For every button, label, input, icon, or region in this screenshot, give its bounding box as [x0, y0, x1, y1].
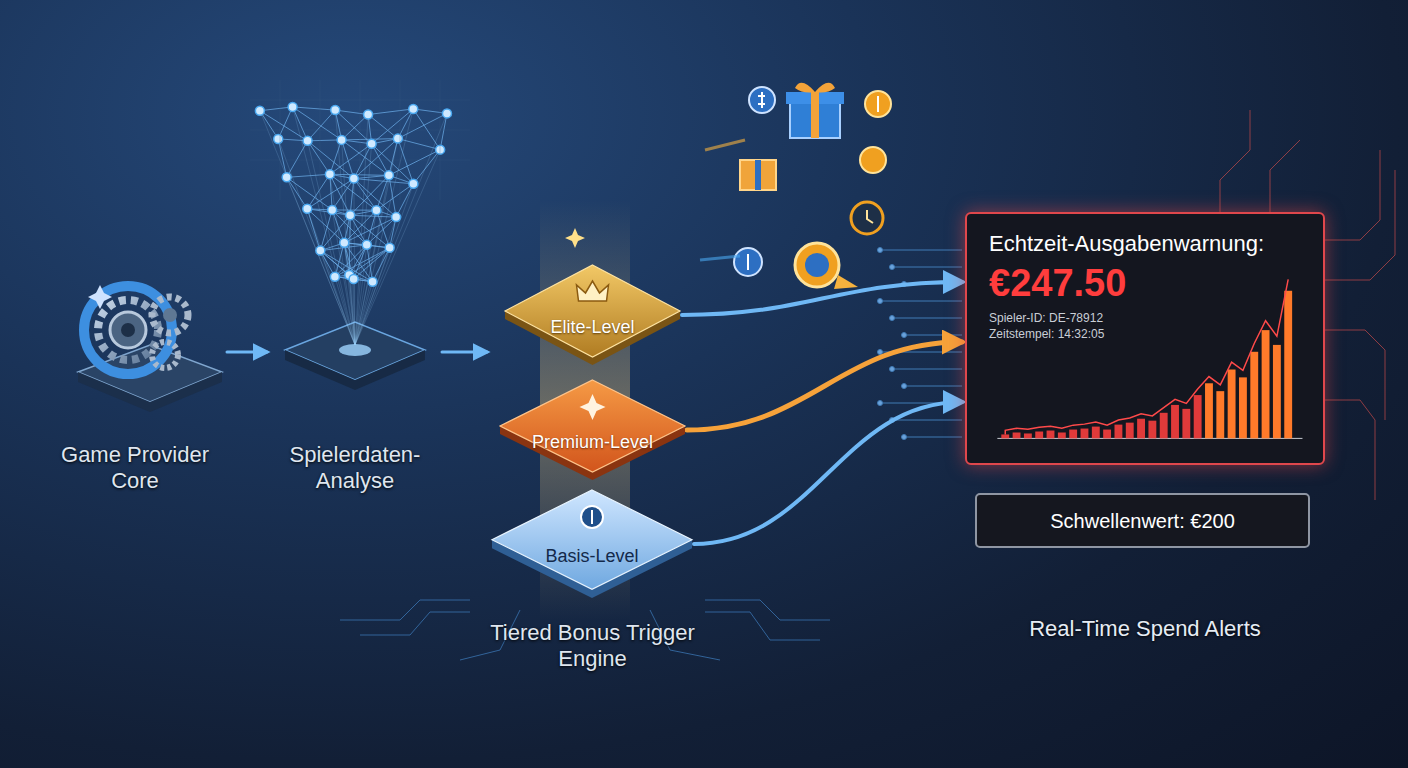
tier-diamond: Elite-Level [505, 265, 680, 365]
sparkle [565, 228, 585, 248]
gear-icon [78, 285, 222, 412]
node-text: Tiered Bonus Trigger Engine [490, 620, 695, 672]
tier-icon [505, 265, 680, 365]
node-text: Zeitstempel: 14:32:05 [989, 326, 1104, 342]
tier-icon [500, 380, 685, 480]
flow-arrow [442, 351, 487, 354]
grid [250, 80, 470, 200]
flow-arrow [687, 342, 962, 430]
process-node: Spielerdaten-Analyse [270, 95, 440, 500]
section-label: Real-Time Spend Alerts [965, 616, 1325, 642]
tier-diamond: Premium-Level [500, 380, 685, 480]
node-text: Basis-Level [545, 545, 638, 567]
tier-icon [492, 490, 692, 598]
node-text: Elite-Level [550, 316, 634, 338]
flow-arrow [694, 402, 962, 544]
process-node: Game Provider Core [45, 270, 225, 500]
threshold-box: Schwellenwert: €200 [975, 493, 1310, 548]
node-text: Schwellenwert: €200 [1050, 509, 1235, 533]
node-text: Spielerdaten-Analyse [270, 442, 440, 494]
process-node: Tiered Bonus Trigger Engine Basis-Level Pr… [490, 200, 695, 678]
node-text: Spieler-ID: DE-78912 [989, 310, 1103, 326]
node-text: €247.50 [989, 262, 1126, 304]
node-text: Game Provider Core [45, 442, 225, 494]
flow-arrow [227, 351, 267, 354]
reward-icons [700, 83, 891, 289]
flow-arrow [682, 282, 962, 315]
node-text: Premium-Level [532, 431, 653, 453]
alert-panel: Echtzeit-Ausgabenwarnung: €247.50Spieler-… [965, 212, 1325, 465]
node-text: Echtzeit-Ausgabenwarnung: [989, 230, 1264, 258]
neural-network [255, 102, 451, 345]
tier-diamond: Basis-Level [492, 490, 692, 598]
